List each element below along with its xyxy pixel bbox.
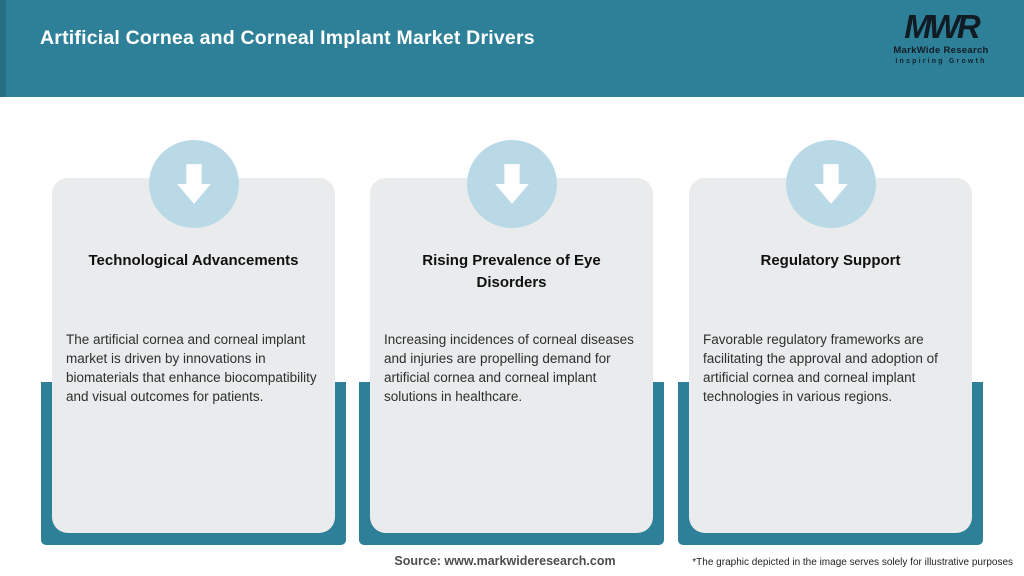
brand-logo: MWR MarkWide Research Inspiring Growth (876, 8, 1006, 66)
down-arrow-icon (785, 140, 876, 228)
card-panel: Technological Advancements The artificia… (52, 178, 335, 533)
card-title: Rising Prevalence of Eye Disorders (422, 252, 601, 291)
down-arrow-icon (466, 140, 557, 228)
card-panel: Rising Prevalence of Eye Disorders Incre… (370, 178, 653, 533)
card-body-text: The artificial cornea and corneal implan… (66, 332, 317, 404)
logo-tagline: Inspiring Growth (895, 58, 987, 65)
source-text: Source: www.markwideresearch.com (394, 554, 616, 568)
card-body-text: Increasing incidences of corneal disease… (384, 332, 634, 404)
card-panel: Regulatory Support Favorable regulatory … (689, 178, 972, 533)
logo-company-name: MarkWide Research (893, 45, 989, 56)
card-body-text: Favorable regulatory frameworks are faci… (703, 332, 938, 404)
driver-card-regulatory-support: Regulatory Support Favorable regulatory … (678, 140, 983, 545)
card-title: Technological Advancements (88, 252, 299, 269)
header-left-accent (0, 0, 6, 97)
driver-card-rising-prevalence: Rising Prevalence of Eye Disorders Incre… (359, 140, 664, 545)
page-title: Artificial Cornea and Corneal Implant Ma… (40, 27, 535, 49)
down-arrow-icon (148, 140, 239, 228)
disclaimer-text: *The graphic depicted in the image serve… (692, 557, 1013, 568)
card-title: Regulatory Support (760, 252, 901, 269)
header-bar: Artificial Cornea and Corneal Implant Ma… (0, 0, 1024, 97)
logo-monogram: MWR (904, 8, 980, 45)
driver-card-technological-advancements: Technological Advancements The artificia… (41, 140, 346, 545)
